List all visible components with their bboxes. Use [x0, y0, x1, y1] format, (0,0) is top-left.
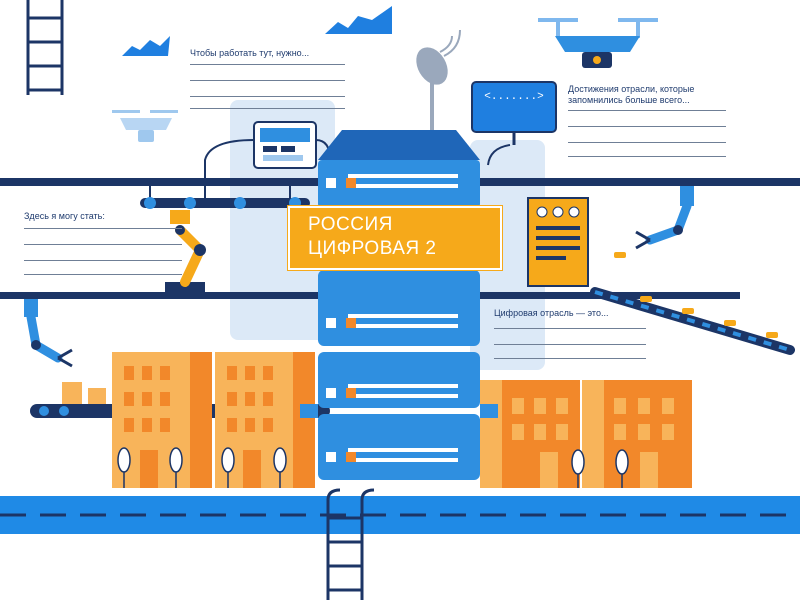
note-line: [494, 328, 646, 329]
drone-icon: [538, 18, 658, 68]
ladder-icon: [326, 488, 375, 600]
drone-icon: [112, 110, 178, 142]
monitor-icon: [471, 81, 557, 166]
note-line: [568, 110, 726, 111]
note-line: [190, 64, 345, 65]
note-achievements: Достижения отрасли, которые запомнились …: [568, 84, 695, 105]
control-panel-icon: [527, 197, 589, 287]
note-industry: Цифровая отрасль — это...: [494, 308, 609, 318]
building-icon: [582, 380, 692, 488]
note-line: [190, 80, 345, 81]
title-line-1: РОССИЯ: [308, 214, 393, 235]
title-plate: РОССИЯ ЦИФРОВАЯ 2: [288, 206, 502, 270]
robot-arm-icon: [24, 299, 73, 368]
note-line: [190, 96, 345, 97]
note-line: [568, 142, 726, 143]
note-line: [568, 156, 726, 157]
note-line: [24, 228, 182, 229]
diagonal-conveyor: [590, 252, 795, 355]
road: [0, 496, 800, 534]
server-stack: [300, 130, 498, 480]
cloud-icon: [325, 6, 392, 34]
note-line: [24, 274, 182, 275]
robot-arm-icon: [635, 186, 694, 250]
note-work-here: Чтобы работать тут, нужно...: [190, 48, 310, 58]
note-line: [24, 260, 182, 261]
note-line: [494, 344, 646, 345]
cloud-icon: [122, 36, 170, 56]
note-line: [190, 108, 345, 109]
ladder-icon: [26, 0, 64, 95]
note-line: [24, 244, 182, 245]
note-line: [568, 126, 726, 127]
satellite-dish-icon: [416, 29, 461, 130]
note-line: [494, 358, 646, 359]
note-become: Здесь я могу стать:: [24, 211, 105, 221]
tree-icon: [117, 447, 629, 488]
robot-arm-icon: [165, 210, 207, 294]
monitor-code: <.......>: [484, 91, 544, 103]
building-icon: [480, 380, 580, 488]
title-line-2: ЦИФРОВАЯ 2: [308, 238, 437, 259]
building-icon: [215, 352, 315, 488]
